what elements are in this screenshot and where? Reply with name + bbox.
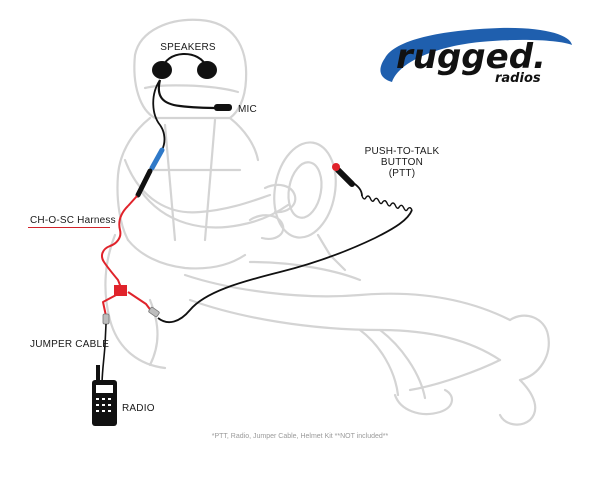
ptt-label: PUSH-TO-TALK BUTTON (PTT) — [362, 146, 442, 179]
driver-outline — [104, 18, 550, 426]
helmet-connector — [127, 147, 165, 207]
svg-text:rugged.: rugged. — [396, 37, 546, 77]
harness-junction — [114, 285, 127, 296]
footnote: *PTT, Radio, Jumper Cable, Helmet Kit **… — [211, 433, 389, 440]
headset — [152, 53, 232, 151]
radio-label: RADIO — [122, 403, 155, 414]
ptt-label-line3: (PTT) — [388, 168, 416, 179]
ptt-connector — [148, 306, 160, 318]
mic-label: MIC — [238, 104, 257, 115]
left-speaker-icon — [152, 61, 172, 79]
rugged-radios-logo: rugged. radios — [380, 27, 572, 86]
jumper-cable — [101, 323, 107, 386]
jumper-cable-label: JUMPER CABLE — [30, 339, 110, 350]
svg-text:radios: radios — [495, 71, 541, 86]
speakers-label: SPEAKERS — [160, 42, 216, 53]
mic-icon — [214, 104, 232, 111]
harness-label-underline — [28, 227, 110, 228]
ptt-button-icon — [332, 163, 355, 187]
harness-label: CH-O-SC Harness — [30, 215, 116, 226]
jumper-connector — [102, 313, 110, 325]
ptt-label-line2: BUTTON — [380, 157, 424, 168]
right-speaker-icon — [197, 61, 217, 79]
radio-icon — [92, 365, 117, 426]
ptt-label-line1: PUSH-TO-TALK — [364, 146, 440, 157]
ptt-coil — [361, 195, 413, 212]
ptt-cable — [157, 209, 413, 324]
